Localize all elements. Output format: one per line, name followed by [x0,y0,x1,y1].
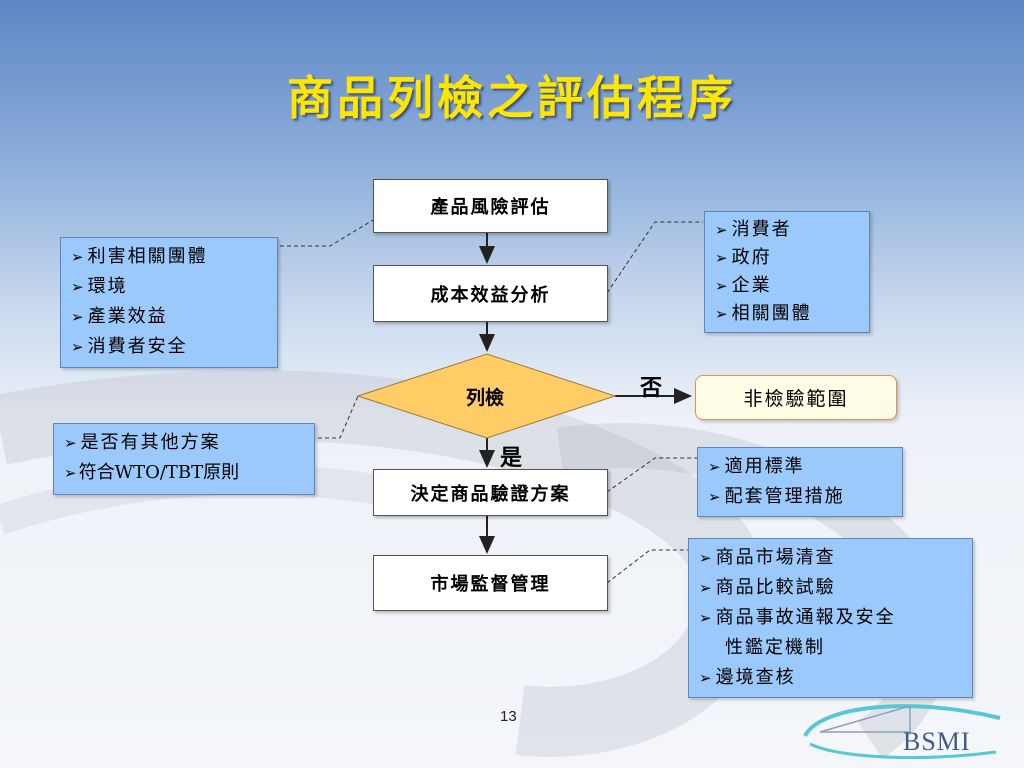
list-item: ➢商品比較試驗 [699,577,836,598]
list-item: ➢適用標準 [708,456,805,477]
no-label: 否 [640,375,663,401]
step-verification-scheme: 決定商品驗證方案 [373,469,608,516]
list-item: ➢是否有其他方案 [64,432,221,453]
list-item: ➢政府 [715,247,772,268]
list-item: ➢商品事故通報及安全 [699,607,896,628]
list-item: ➢環境 [71,276,128,297]
decision-diamond [356,353,617,439]
decision-label: 列檢 [466,387,505,409]
list-item: ➢配套管理措施 [708,486,845,507]
leader-surveillance [606,549,688,584]
list-item-continuation: 性鑑定機制 [725,637,825,658]
list-item: ➢相關團體 [715,303,812,324]
list-item: ➢消費者安全 [71,336,188,357]
leader-stakeholders [280,219,374,247]
step-cost-benefit-label: 成本效益分析 [430,284,551,306]
list-item: ➢利害相關團體 [71,246,208,267]
logo-text: BSMI [903,727,971,756]
yes-label: 是 [500,445,523,471]
note-surveillance: ➢商品市場清查 ➢商品比較試驗 ➢商品事故通報及安全 性鑑定機制 ➢邊境查核 [688,538,973,698]
list-item: ➢產業效益 [71,306,168,327]
leader-standards [606,457,697,493]
list-item: ➢企業 [715,275,772,296]
note-alternatives: ➢是否有其他方案 ➢符合WTO/TBT原則 [53,423,315,495]
step-verification-scheme-label: 決定商品驗證方案 [410,483,571,505]
step-market-surveillance-label: 市場監督管理 [430,574,551,595]
list-item: ➢邊境查核 [699,667,796,688]
leader-alternatives [318,395,359,439]
step-market-surveillance: 市場監督管理 [373,555,608,611]
page-title: 商品列檢之評估程序 [287,71,737,125]
step-risk-assessment: 產品風險評估 [373,179,608,233]
out-of-scope-label: 非檢驗範圍 [743,388,849,410]
list-item: ➢消費者 [715,219,792,240]
bsmi-logo-icon [803,704,1001,760]
out-of-scope-box: 非檢驗範圍 [695,375,897,420]
list-item: ➢符合WTO/TBT原則 [64,462,240,483]
note-cost-parties: ➢消費者 ➢政府 ➢企業 ➢相關團體 [704,211,870,333]
page-number: 13 [500,708,517,725]
note-standards: ➢適用標準 ➢配套管理措施 [697,447,903,517]
step-cost-benefit: 成本效益分析 [373,265,608,322]
note-stakeholders: ➢利害相關團體 ➢環境 ➢產業效益 ➢消費者安全 [60,237,278,368]
leader-cost-parties [606,221,703,294]
step-risk-assessment-label: 產品風險評估 [430,197,551,218]
list-item: ➢商品市場清查 [699,547,836,568]
